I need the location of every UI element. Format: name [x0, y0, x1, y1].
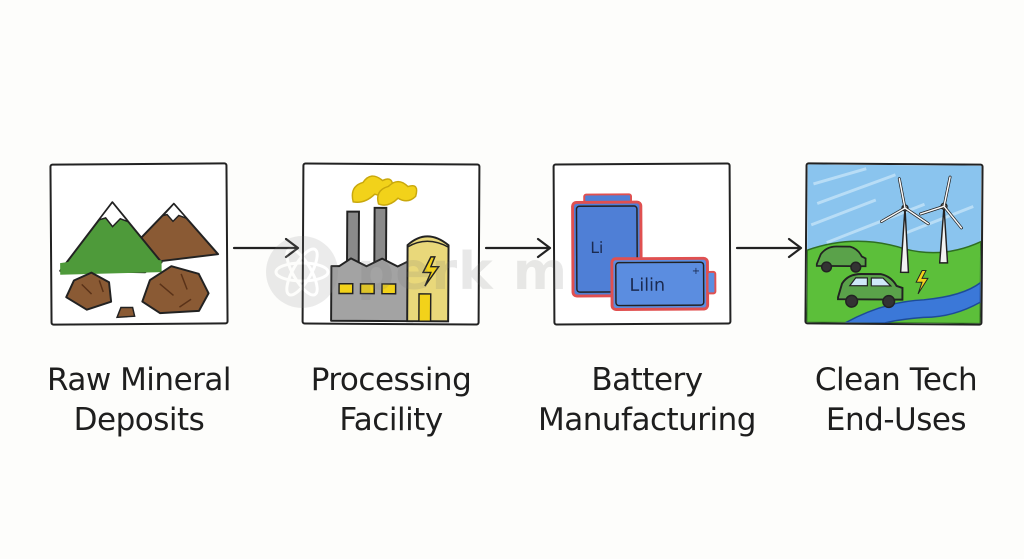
step-panel-processing-facility: [301, 162, 481, 326]
mountains-rocks-icon: [59, 201, 220, 319]
step-label-line1: Clean Tech: [814, 362, 978, 398]
step-label-clean-tech-end-uses: Clean Tech End-Uses: [776, 360, 1016, 440]
step-label-line1: Processing: [310, 362, 472, 398]
step-label-line2: Deposits: [73, 402, 205, 438]
clean-tech-landscape-icon: [806, 164, 982, 324]
step-label-processing-facility: Processing Facility: [271, 360, 511, 440]
battery-label-text: Lilin: [629, 276, 665, 296]
step-panel-raw-mineral-deposits: [49, 162, 229, 326]
svg-text:+: +: [692, 266, 700, 277]
flow-arrow-3: [735, 237, 803, 259]
step-label-line2: Facility: [339, 402, 443, 438]
step-label-battery-manufacturing: Battery Manufacturing: [527, 360, 767, 440]
step-label-line2: Manufacturing: [538, 402, 756, 438]
battery-small-text: Li: [590, 239, 603, 257]
step-label-raw-mineral-deposits: Raw Mineral Deposits: [19, 360, 259, 440]
step-label-line2: End-Uses: [825, 402, 967, 438]
battery-icon: Li Lilin +: [571, 193, 717, 311]
step-panel-clean-tech-end-uses: [804, 162, 984, 326]
flow-arrow-2: [484, 237, 552, 259]
step-label-line1: Battery: [591, 362, 703, 398]
flow-arrow-1: [232, 237, 300, 259]
step-label-line1: Raw Mineral: [47, 362, 232, 398]
factory-icon: [330, 175, 450, 323]
step-panel-battery-manufacturing: Li Lilin +: [552, 162, 732, 326]
